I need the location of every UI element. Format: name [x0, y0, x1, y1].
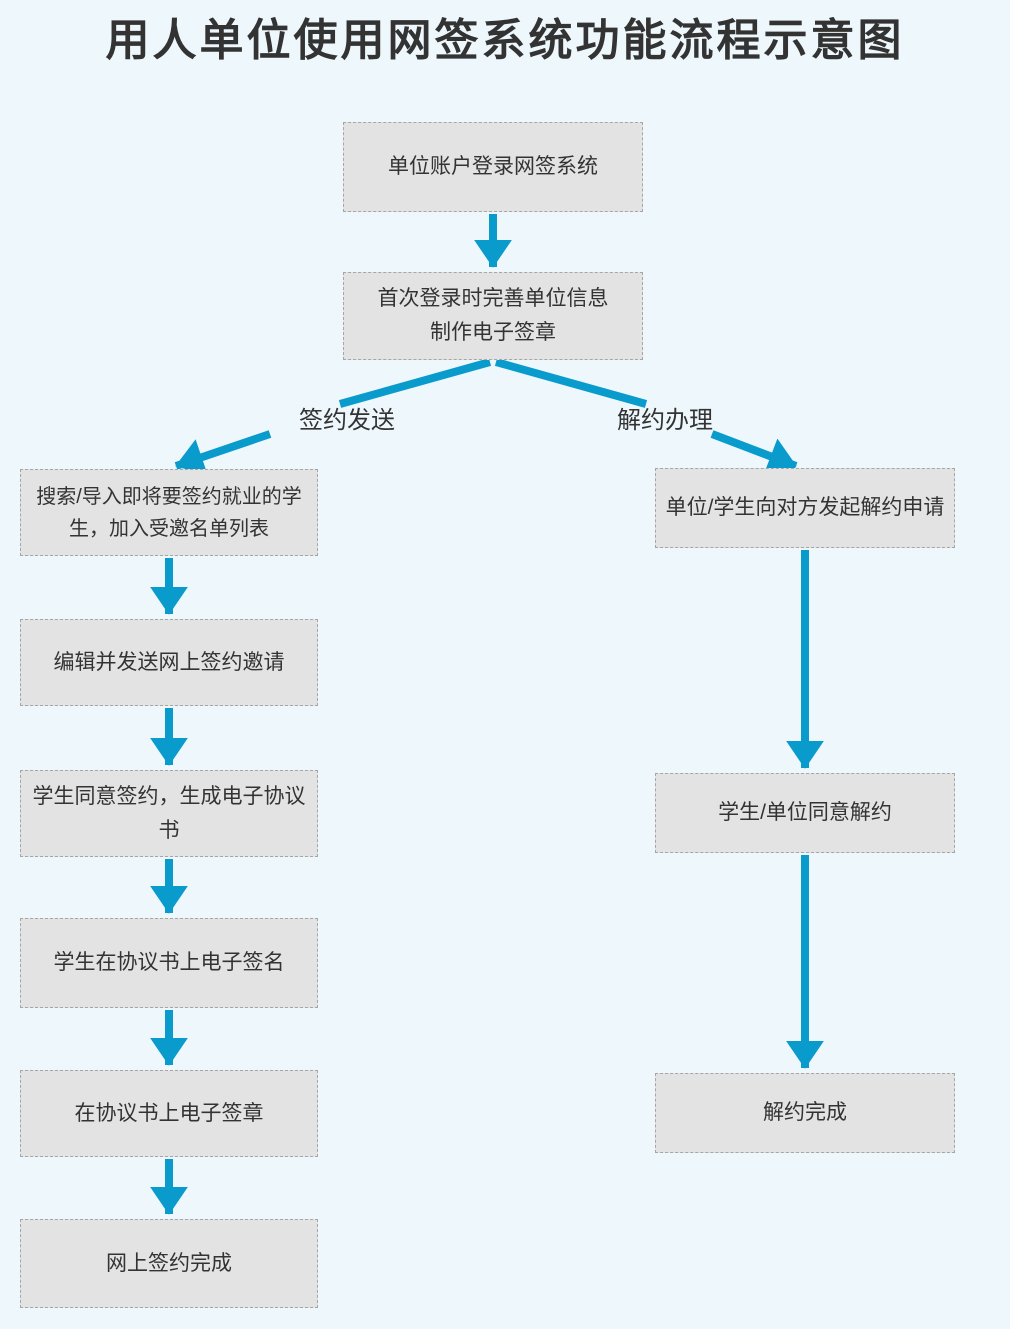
node-online-sign-complete: 网上签约完成	[20, 1219, 318, 1308]
arrow-branch-left-upper	[338, 358, 492, 408]
arrow-branch-right-upper	[494, 358, 648, 408]
node-search-import-students: 搜索/导入即将要签约就业的学 生，加入受邀名单列表	[20, 469, 318, 556]
node-account-login: 单位账户登录网签系统	[343, 122, 643, 212]
node-label: 解约完成	[763, 1101, 847, 1125]
node-agree-termination: 学生/单位同意解约	[655, 773, 955, 853]
arrow-branch-right-lower	[710, 430, 798, 475]
node-label: 网上签约完成	[106, 1251, 232, 1275]
node-label: 单位账户登录网签系统	[388, 155, 598, 179]
node-label: 首次登录时完善单位信息 制作电子签章	[377, 287, 609, 344]
node-student-agree-generate-agreement: 学生同意签约，生成电子协议书	[20, 770, 318, 857]
node-label: 学生在协议书上电子签名	[53, 951, 285, 975]
page-title: 用人单位使用网签系统功能流程示意图	[105, 16, 905, 65]
node-label: 学生/单位同意解约	[718, 801, 892, 825]
node-first-login-setup: 首次登录时完善单位信息 制作电子签章	[343, 272, 643, 360]
arrow-branch-left-lower	[174, 430, 272, 476]
node-employer-eseal: 在协议书上电子签章	[20, 1070, 318, 1157]
node-initiate-termination-request: 单位/学生向对方发起解约申请	[655, 468, 955, 548]
node-edit-send-invitation: 编辑并发送网上签约邀请	[20, 619, 318, 706]
node-termination-complete: 解约完成	[655, 1073, 955, 1153]
node-label: 搜索/导入即将要签约就业的学 生，加入受邀名单列表	[36, 485, 302, 540]
node-student-esign: 学生在协议书上电子签名	[20, 918, 318, 1008]
node-label: 学生同意签约，生成电子协议书	[32, 784, 306, 842]
node-label: 在协议书上电子签章	[74, 1101, 264, 1125]
branch-label-sign-send: 签约发送	[299, 407, 395, 434]
node-label: 编辑并发送网上签约邀请	[53, 650, 285, 674]
node-label: 单位/学生向对方发起解约申请	[665, 496, 945, 520]
branch-label-termination: 解约办理	[617, 407, 713, 434]
